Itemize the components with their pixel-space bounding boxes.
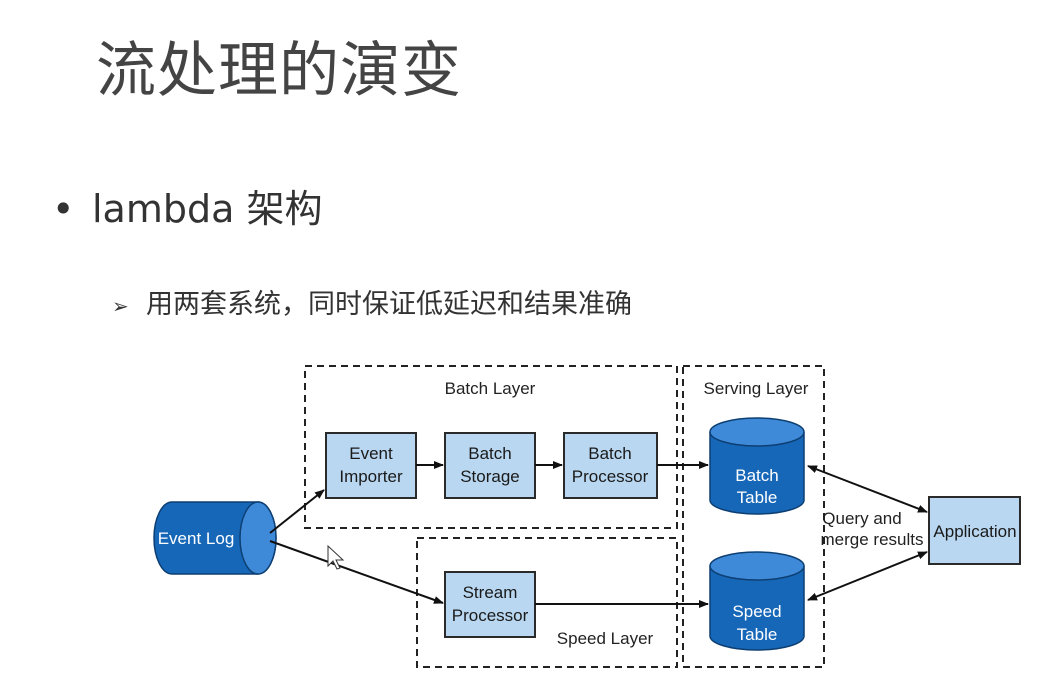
query-label-line1: Query and	[822, 509, 901, 528]
event-log-cylinder: Event Log	[153, 501, 277, 575]
batch-layer-frame	[304, 365, 678, 529]
stream-processor-line1: Stream	[463, 583, 518, 602]
batch-storage-box: Batch Storage	[444, 432, 536, 499]
event-importer-line2: Importer	[339, 467, 403, 486]
stream-processor-line2: Processor	[452, 606, 529, 625]
serving-layer-label: Serving Layer	[704, 379, 809, 398]
sub-bullet-item: ➢ 用两套系统，同时保证低延迟和结果准确	[112, 282, 632, 321]
bullet-dot-icon: •	[52, 187, 75, 231]
sub-bullet-text: 用两套系统，同时保证低延迟和结果准确	[146, 289, 632, 320]
mouse-cursor-icon	[327, 544, 345, 570]
speed-layer-frame	[416, 537, 678, 668]
batch-table-line1: Batch	[735, 466, 778, 485]
query-label-line2: merge results	[821, 530, 924, 549]
serving-layer-frame	[682, 365, 825, 668]
speed-layer-label: Speed Layer	[557, 629, 654, 648]
batch-storage-line1: Batch	[468, 444, 511, 463]
batch-table-line2: Table	[737, 488, 778, 507]
arrow-app-speedtable	[807, 551, 928, 601]
arrow-bullet-icon: ➢	[112, 293, 129, 318]
batch-processor-line1: Batch	[588, 444, 631, 463]
batch-storage-line2: Storage	[460, 467, 520, 486]
bullet-text: lambda 架构	[92, 187, 323, 231]
batch-processor-box: Batch Processor	[563, 432, 658, 499]
batch-layer-label: Batch Layer	[445, 379, 536, 398]
batch-table-cylinder: Batch Table	[709, 417, 805, 515]
arrow-eventlog-to-importer	[269, 489, 325, 534]
arrow-app-batchtable	[807, 465, 928, 513]
slide-title: 流处理的演变	[96, 36, 462, 106]
application-box: Application	[928, 496, 1021, 565]
speed-table-line2: Table	[737, 625, 778, 644]
speed-table-cylinder: Speed Table	[709, 551, 805, 651]
bullet-item: • lambda 架构	[52, 178, 322, 233]
stream-processor-box: Stream Processor	[444, 571, 536, 638]
arrow-eventlog-to-stream	[269, 540, 444, 604]
speed-table-line1: Speed	[732, 602, 781, 621]
application-label: Application	[933, 522, 1016, 541]
event-importer-line1: Event	[349, 444, 393, 463]
batch-processor-line2: Processor	[572, 467, 649, 486]
event-log-label: Event Log	[158, 529, 235, 548]
event-importer-box: Event Importer	[325, 432, 417, 499]
